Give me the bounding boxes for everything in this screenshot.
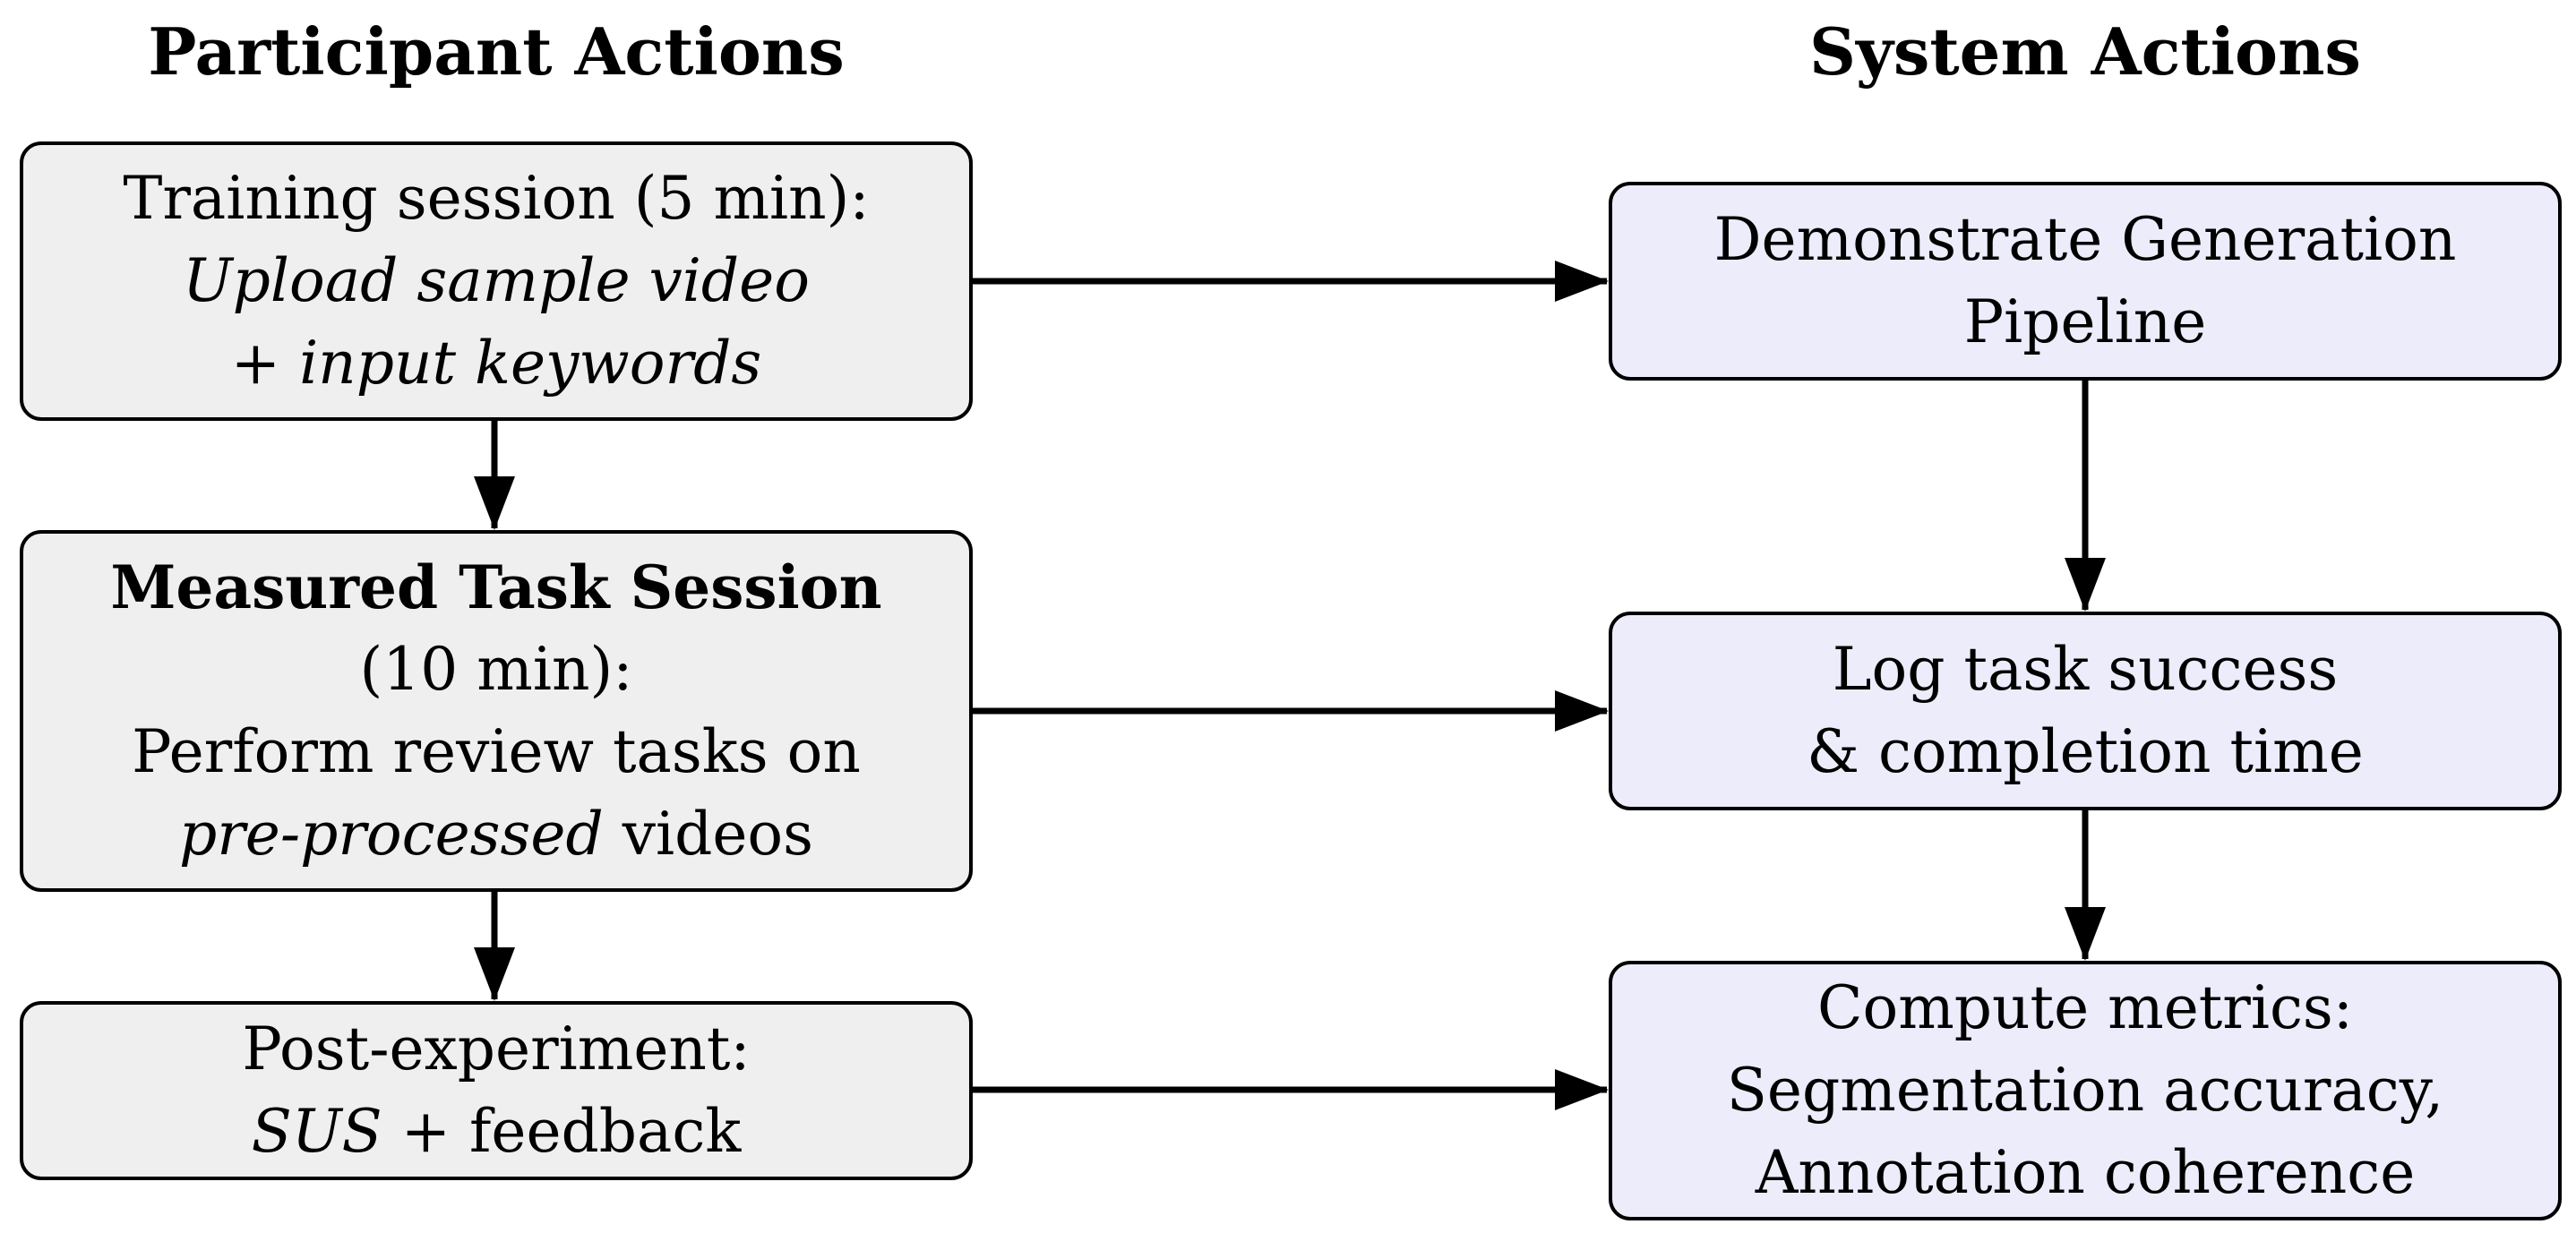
- compute-line-3: Annotation coherence: [1755, 1138, 2416, 1207]
- training-session-box: Training session (5 min): Upload sample …: [20, 141, 973, 421]
- compute-line-2: Segmentation accuracy,: [1726, 1056, 2444, 1125]
- measured-duration-text: (10 min):: [359, 635, 633, 704]
- measured-task-session-box: Measured Task Session (10 min): Perform …: [20, 530, 973, 892]
- training-plus-text: +: [230, 329, 300, 398]
- measured-videos-line: pre-processed videos: [179, 793, 813, 876]
- training-keywords-line: + input keywords: [231, 322, 761, 405]
- measured-task-session-title: Measured Task Session: [110, 552, 882, 622]
- compute-metrics-box: Compute metrics: Segmentation accuracy, …: [1609, 961, 2562, 1220]
- post-feedback-line: SUS + feedback: [252, 1091, 742, 1173]
- training-keywords-text: input keywords: [299, 329, 762, 398]
- measured-tasks-text: Perform review tasks on: [132, 717, 861, 786]
- measured-videos-text: videos: [603, 800, 814, 869]
- post-sus-text: SUS: [251, 1097, 382, 1166]
- post-feedback-text: + feedback: [382, 1097, 742, 1166]
- demo-line-2: Pipeline: [1963, 287, 2207, 356]
- training-session-title: Training session (5 min):: [123, 164, 870, 233]
- post-experiment-box: Post-experiment: SUS + feedback: [20, 1001, 973, 1180]
- log-task-success-box: Log task success & completion time: [1609, 612, 2562, 810]
- training-upload-text: Upload sample video: [183, 246, 810, 315]
- participant-actions-heading: Participant Actions: [148, 13, 845, 90]
- compute-line-1: Compute metrics:: [1816, 973, 2354, 1042]
- post-experiment-title: Post-experiment:: [242, 1015, 751, 1083]
- measured-preprocessed-text: pre-processed: [178, 800, 604, 869]
- log-line-1: Log task success: [1832, 635, 2339, 704]
- demonstrate-pipeline-box: Demonstrate Generation Pipeline: [1609, 182, 2562, 381]
- log-line-2: & completion time: [1807, 717, 2364, 786]
- demo-line-1: Demonstrate Generation: [1713, 205, 2457, 274]
- system-actions-heading: System Actions: [1809, 13, 2361, 90]
